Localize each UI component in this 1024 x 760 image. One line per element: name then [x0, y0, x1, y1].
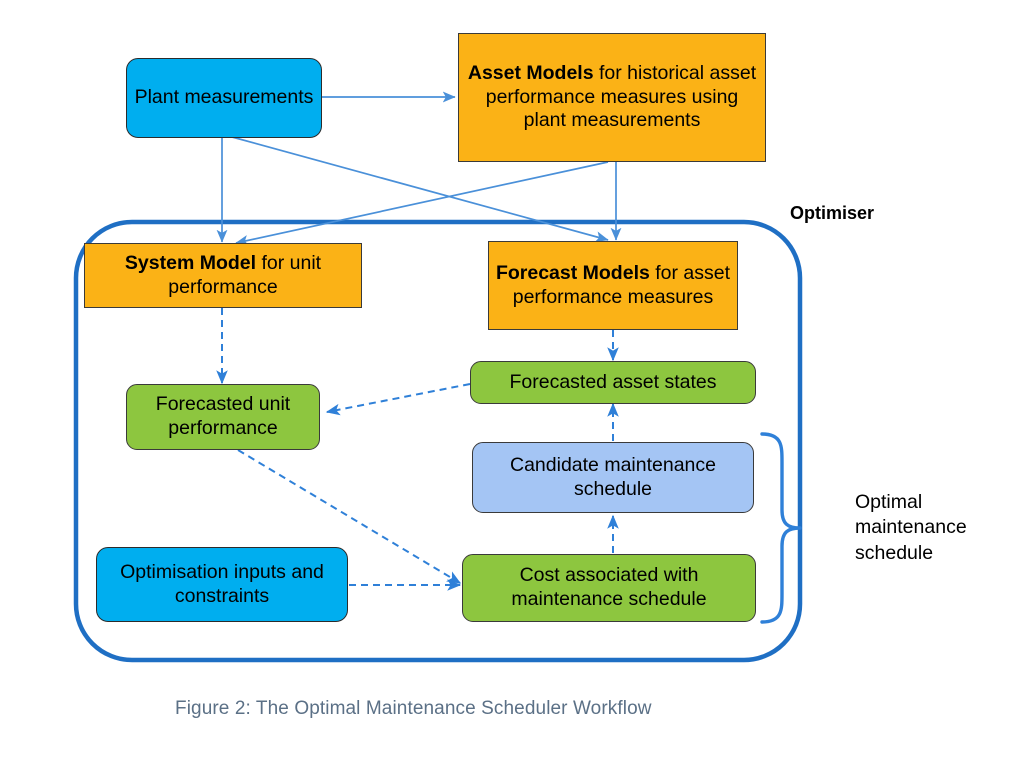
optimal-label-line-3: schedule	[855, 541, 934, 564]
edge-asset-states-to-forecasted-unit	[325, 383, 471, 416]
node-cost-maintenance-schedule-label: Cost associated with maintenance schedul…	[511, 564, 707, 610]
node-asset-models-label: Asset Models for historical asset perfor…	[465, 62, 759, 133]
node-system-model[interactable]: System Model for unit performance	[84, 243, 362, 308]
node-forecasted-asset-states[interactable]: Forecasted asset states	[470, 361, 756, 404]
node-forecast-models[interactable]: Forecast Models for asset performance me…	[488, 241, 738, 330]
edge-asset-models-to-system-model	[235, 161, 609, 246]
node-candidate-maintenance-schedule[interactable]: Candidate maintenance schedule	[472, 442, 754, 513]
node-forecasted-asset-states-label: Forecasted asset states	[509, 370, 717, 393]
node-plant-measurements[interactable]: Plant measurements	[126, 58, 322, 138]
figure-caption: Figure 2: The Optimal Maintenance Schedu…	[175, 698, 652, 719]
node-forecast-models-label: Forecast Models for asset performance me…	[495, 262, 731, 310]
optimal-schedule-brace	[760, 432, 802, 624]
node-candidate-maintenance-schedule-label: Candidate maintenance schedule	[510, 453, 716, 500]
node-forecasted-unit-performance-label: Forecasted unit performance	[155, 393, 291, 439]
node-optimisation-inputs-label: Optimisation inputs and constraints	[120, 560, 324, 607]
node-optimisation-inputs[interactable]: Optimisation inputs and constraints	[96, 547, 348, 622]
node-asset-models[interactable]: Asset Models for historical asset perfor…	[458, 33, 766, 162]
optimal-label-line-1: Optimal	[855, 491, 923, 513]
optimal-maintenance-schedule-label: Optimal maintenance schedule	[855, 490, 1005, 566]
node-cost-maintenance-schedule[interactable]: Cost associated with maintenance schedul…	[462, 554, 756, 622]
optimiser-container-label: Optimiser	[790, 203, 875, 223]
optimal-label-line-2: maintenance	[855, 516, 967, 539]
node-forecasted-unit-performance[interactable]: Forecasted unit performance	[126, 384, 320, 450]
node-system-model-label: System Model for unit performance	[91, 252, 355, 300]
node-system-model-bold: System Model	[124, 251, 257, 274]
node-asset-models-bold: Asset Models	[467, 61, 594, 84]
node-forecast-models-bold: Forecast Models	[495, 261, 650, 284]
node-asset-models-rest: for historical asset performance measure…	[485, 61, 757, 132]
node-plant-measurements-label: Plant measurements	[134, 86, 314, 109]
